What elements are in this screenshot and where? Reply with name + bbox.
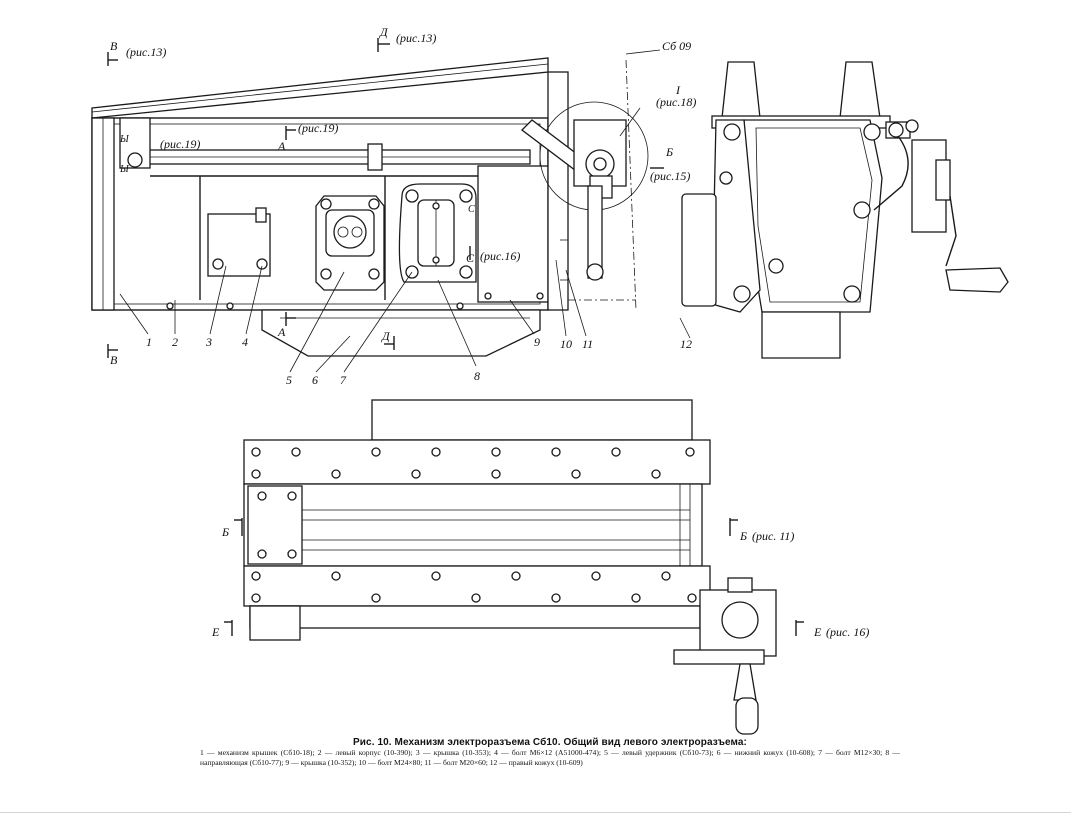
label-ref-19-left: (рис.19) xyxy=(160,137,200,151)
part-number-7: 7 xyxy=(340,373,347,387)
label-ref-18: (рис.18) xyxy=(656,95,696,109)
label-c-small: С xyxy=(468,204,475,215)
label-section-e-right: Е xyxy=(813,625,822,639)
label-section-b-right: Б xyxy=(665,145,673,159)
caption-title: Рис. 10. Механизм электроразъема Сб10. О… xyxy=(353,737,747,748)
label-section-d-bottom: Д xyxy=(381,329,391,343)
plan-bolts xyxy=(251,447,697,603)
figure-caption: Рис. 10. Механизм электроразъема Сб10. О… xyxy=(200,738,900,768)
drawing-labels: В (рис.13) Д (рис.13) Сб 09 I (рис.18) (… xyxy=(110,25,869,639)
label-ref-e-16: (рис. 16) xyxy=(826,625,869,639)
label-ref-sb: Сб 09 xyxy=(662,39,691,53)
label-b-left-2: Ы xyxy=(119,164,130,175)
part-number-8: 8 xyxy=(474,369,480,383)
label-section-v-top: В xyxy=(110,39,118,53)
part-number-12: 12 xyxy=(680,337,692,351)
part-number-5: 5 xyxy=(286,373,292,387)
label-section-v-bottom: В xyxy=(110,353,118,367)
part-number-2: 2 xyxy=(172,335,178,349)
part-number-1: 1 xyxy=(146,335,152,349)
label-ref-v-top: (рис.13) xyxy=(126,45,166,59)
label-ref-b-11: (рис. 11) xyxy=(752,529,794,543)
label-section-e-left: Е xyxy=(211,625,220,639)
part-number-11: 11 xyxy=(582,337,593,351)
label-roman-i: I xyxy=(675,83,681,97)
caption-legend: 1 — механизм крышек (Сб10-18); 2 — левый… xyxy=(200,748,900,767)
part-number-4: 4 xyxy=(242,335,248,349)
label-section-c: С xyxy=(466,251,475,265)
label-section-d-top: Д xyxy=(379,25,389,39)
label-section-b-left-plan: Б xyxy=(221,525,229,539)
label-ref-19-mid: (рис.19) xyxy=(298,121,338,135)
part-number-10: 10 xyxy=(560,337,572,351)
label-section-b-right-plan: Б xyxy=(739,529,747,543)
plan-view xyxy=(224,399,804,735)
part-number-3: 3 xyxy=(205,335,212,349)
label-section-a-top: А xyxy=(277,139,286,153)
label-ref-b-15: (рис.15) xyxy=(650,169,690,183)
label-b-left-1: Ы xyxy=(119,134,130,145)
part-numbers: 1 2 3 4 5 6 7 8 9 10 11 12 xyxy=(146,335,692,387)
label-ref-d-top: (рис.13) xyxy=(396,31,436,45)
part-number-6: 6 xyxy=(312,373,318,387)
part-number-9: 9 xyxy=(534,335,540,349)
label-section-a-bottom: А xyxy=(277,325,286,339)
label-ref-c-16: (рис.16) xyxy=(480,249,520,263)
page-bottom-rule xyxy=(0,812,1071,813)
side-view xyxy=(91,38,661,373)
end-view xyxy=(650,61,1009,359)
